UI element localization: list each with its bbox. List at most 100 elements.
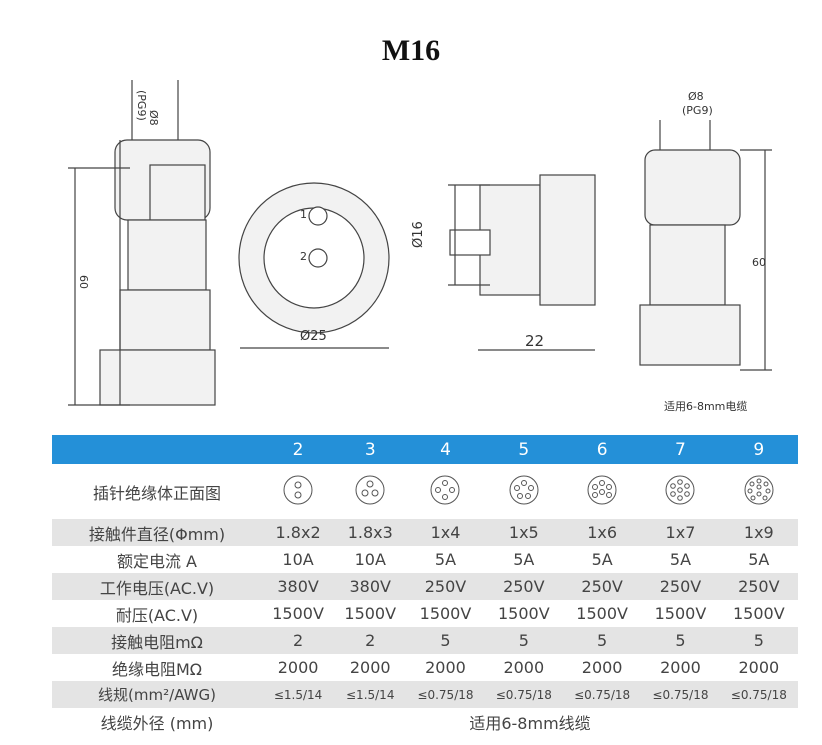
cell: 380V bbox=[262, 573, 335, 600]
cell: 2000 bbox=[581, 658, 623, 677]
cell: 5A bbox=[513, 550, 535, 569]
side-view-right bbox=[639, 120, 772, 371]
header-pin-2: 2 bbox=[262, 435, 335, 464]
cell: 5A bbox=[748, 550, 770, 569]
row-contact-diameter: 接触件直径(Φmm) 1.8x2 1.8x3 1x4 1x5 1x6 1x7 1… bbox=[52, 519, 798, 546]
row-label: 线缆外径 (mm) bbox=[100, 713, 214, 733]
row-label: 线规(mm²/AWG) bbox=[52, 681, 262, 708]
cell: 1x4 bbox=[406, 519, 485, 546]
cell: 380V bbox=[334, 573, 407, 600]
front-pin-1: 1 bbox=[300, 208, 307, 221]
cell: 2000 bbox=[660, 658, 701, 677]
cell: ≤0.75/18 bbox=[719, 681, 798, 708]
cell: 2000 bbox=[349, 658, 391, 677]
cell: 1x5 bbox=[484, 519, 563, 546]
pin-face-9-icon bbox=[744, 475, 774, 504]
dim-front-dia: Ø25 bbox=[300, 329, 327, 344]
pin-face-2-icon bbox=[283, 475, 313, 504]
row-cable-diameter: 线缆外径 (mm) 适用6-8mm线缆 bbox=[52, 708, 798, 735]
cell: ≤0.75/18 bbox=[406, 681, 485, 708]
row-rated-current: 额定电流 A 10A 10A 5A 5A 5A 5A 5A bbox=[52, 546, 798, 573]
row-label: 绝缘电阻MΩ bbox=[111, 659, 203, 679]
cell: 1.8x2 bbox=[262, 519, 335, 546]
pin-face-row: 插针绝缘体正面图 bbox=[52, 464, 798, 519]
row-wire-gauge: 线规(mm²/AWG) ≤1.5/14 ≤1.5/14 ≤0.75/18 ≤0.… bbox=[52, 681, 798, 708]
header-pin-9: 9 bbox=[719, 435, 798, 464]
dim-socket-dia: Ø16 bbox=[411, 221, 426, 248]
connector-drawings: Ø8 (PG9) 60 1 2 Ø25 Ø16 22 Ø8 (PG9) 60 bbox=[68, 80, 772, 406]
dim-left-dia: Ø8 bbox=[147, 110, 160, 126]
cell: 1500V bbox=[419, 604, 472, 623]
cell: 2000 bbox=[277, 658, 319, 677]
row-label: 额定电流 A bbox=[116, 551, 198, 571]
header-pin-7: 7 bbox=[641, 435, 720, 464]
pin-face-6-icon bbox=[587, 475, 617, 504]
header-blank bbox=[52, 435, 262, 464]
row-contact-resistance: 接触电阻mΩ 2 2 5 5 5 5 5 bbox=[52, 627, 798, 654]
spec-table: 2 3 4 5 6 7 9 插针绝缘体正面图 接触件直径(Φmm) 1.8x2 … bbox=[52, 435, 798, 735]
cell: 1x7 bbox=[641, 519, 720, 546]
front-pin-2: 2 bbox=[300, 250, 307, 263]
cell: ≤0.75/18 bbox=[641, 681, 720, 708]
cell: ≤0.75/18 bbox=[484, 681, 563, 708]
cell: ≤0.75/18 bbox=[562, 681, 642, 708]
page-title: M16 bbox=[381, 34, 441, 67]
header-pin-6: 6 bbox=[562, 435, 642, 464]
cell: 250V bbox=[719, 573, 798, 600]
cell: 2000 bbox=[425, 658, 466, 677]
cell: 250V bbox=[484, 573, 563, 600]
front-view bbox=[238, 182, 390, 349]
row-label: 接触电阻mΩ bbox=[52, 627, 262, 654]
cell: 2000 bbox=[503, 658, 545, 677]
cell: 5A bbox=[434, 550, 457, 569]
cell: 5 bbox=[562, 627, 642, 654]
row-label: 耐压(AC.V) bbox=[115, 605, 199, 625]
cell: 250V bbox=[562, 573, 642, 600]
cell: 1500V bbox=[497, 604, 550, 623]
cell: ≤1.5/14 bbox=[334, 681, 407, 708]
cell: 5 bbox=[484, 627, 563, 654]
socket-view bbox=[448, 174, 596, 351]
cell: 2 bbox=[334, 627, 407, 654]
cell: ≤1.5/14 bbox=[262, 681, 335, 708]
pin-face-3-icon bbox=[355, 475, 385, 504]
dim-right-pg: (PG9) bbox=[682, 104, 713, 117]
pin-face-5 bbox=[485, 464, 563, 519]
cell: 1.8x3 bbox=[334, 519, 407, 546]
pin-face-label: 插针绝缘体正面图 bbox=[92, 483, 221, 503]
pin-face-6 bbox=[563, 464, 641, 519]
header-row: 2 3 4 5 6 7 9 bbox=[52, 435, 798, 464]
cell: 5 bbox=[406, 627, 485, 654]
cable-note: 适用6-8mm电缆 bbox=[664, 400, 748, 413]
pin-face-7-icon bbox=[665, 475, 695, 504]
cable-value: 适用6-8mm线缆 bbox=[469, 713, 591, 733]
row-withstand-voltage: 耐压(AC.V) 1500V 1500V 1500V 1500V 1500V 1… bbox=[52, 600, 798, 627]
dim-left-len: 60 bbox=[77, 275, 90, 289]
cell: 5A bbox=[669, 550, 692, 569]
cell: 1500V bbox=[272, 604, 324, 623]
cell: 2 bbox=[262, 627, 335, 654]
cell: 250V bbox=[641, 573, 720, 600]
pin-face-3 bbox=[334, 464, 406, 519]
pin-face-7 bbox=[641, 464, 719, 519]
cell: 5A bbox=[591, 550, 613, 569]
pin-face-2 bbox=[262, 464, 334, 519]
cell: 10A bbox=[354, 550, 386, 569]
side-view-left bbox=[68, 80, 216, 406]
row-working-voltage: 工作电压(AC.V) 380V 380V 250V 250V 250V 250V… bbox=[52, 573, 798, 600]
cell: 1500V bbox=[654, 604, 707, 623]
dim-right-len: 60 bbox=[752, 256, 766, 269]
cell: 2000 bbox=[738, 658, 780, 677]
cell: 250V bbox=[406, 573, 485, 600]
pin-face-4 bbox=[406, 464, 484, 519]
cell: 5 bbox=[719, 627, 798, 654]
row-label: 工作电压(AC.V) bbox=[52, 573, 262, 600]
cell: 1x6 bbox=[562, 519, 642, 546]
header-pin-4: 4 bbox=[406, 435, 485, 464]
cell: 1x9 bbox=[719, 519, 798, 546]
pin-face-4-icon bbox=[430, 475, 460, 504]
cell: 10A bbox=[282, 550, 314, 569]
row-label: 接触件直径(Φmm) bbox=[52, 519, 262, 546]
cell: 1500V bbox=[732, 604, 785, 623]
cell: 1500V bbox=[576, 604, 628, 623]
